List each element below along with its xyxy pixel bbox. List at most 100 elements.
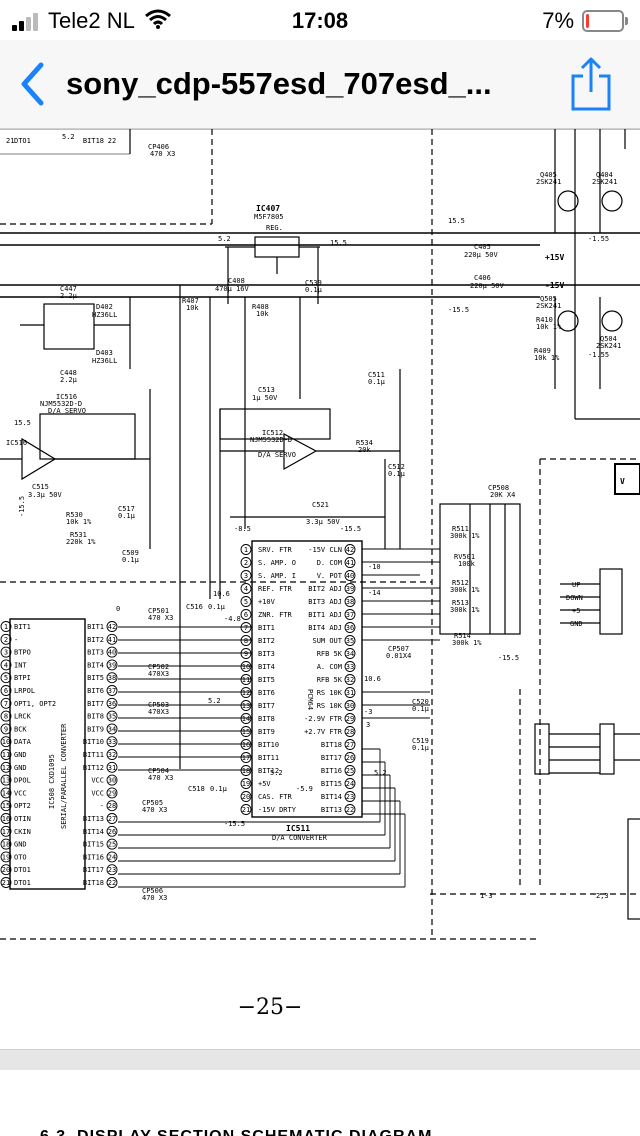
ic508-right-pin-number: 23 [108,866,116,874]
ic511-left-pin-name: BIT5 [258,676,275,684]
r513-label: R513 [452,599,469,607]
ic511-left-pin-name: BIT1 [258,624,275,632]
ic508-right-pin-name: BIT14 [83,828,104,836]
ic508-left-pin-marker [0,710,12,722]
ic511-left-pin-name: BIT9 [258,728,275,736]
ic511-left-pin-name: CAS. FTR [258,793,293,801]
ic508-right-pin-name: BIT10 [83,738,104,746]
c519-label: C519 [412,737,429,745]
ic511-left-pin-marker [240,570,252,581]
cp507-value: 0.01X4 [386,652,411,660]
ic508-right-pin-number: 39 [108,661,116,669]
ic511-right-pin-name: V. POT [317,572,343,580]
ic511-left-pin-marker [240,687,252,698]
ic511-left-pin-name: BIT7 [258,702,275,710]
c405-value: 220µ 50V [464,251,499,259]
ic508-left-pin-name: OPT2 [14,802,31,810]
ic511-right-pin-number: 28 [346,728,354,736]
battery-fill [586,14,589,28]
cp501-value: 470 X3 [148,614,173,622]
chevron-left-icon [21,62,44,106]
ic508-left-pin-marker [0,621,12,632]
ic511-left-pin-name: ZNR. FTR [258,611,293,619]
ic511-left-pin-name: REF. FTR [258,585,293,593]
ic508-right-pin-name: BIT5 [87,674,104,682]
c511-value: 0.1µ [368,378,386,386]
battery-percent: 7% [542,8,574,33]
ic511-right-pin-marker [344,635,356,646]
c406-value: 220µ 50V [470,282,505,290]
cp504-label: CP504 [148,767,169,775]
ic508-left-pin-number: 20 [2,866,10,874]
ic508-right-pin-marker [106,672,118,684]
ic511-right-pin-name: BIT14 [321,793,342,801]
cp406-label: CP406 [148,143,169,151]
ic508-left-pin-name: BTPO [14,649,31,657]
c516-value: 0.1µ [208,603,226,611]
ic511-left-pin-name: BIT3 [258,650,275,658]
ic508-right-pin-name: BIT17 [83,866,104,874]
ic511-right-pin-number: 32 [346,676,354,684]
ic508-left-pin-name: BCK [14,725,27,733]
r409-value: 10k 1% [534,354,560,362]
ic508-left-pin-marker [0,723,12,735]
ic508-right-pin-number: 22 [108,879,116,887]
ic511-left-pin-marker [240,609,252,620]
rail-plus15: +15V [545,253,564,262]
ic511-right-pin-marker [344,700,356,711]
cp503-label: CP503 [148,701,169,709]
ic511-left-pin-marker [240,804,252,815]
page-separator [0,1049,640,1070]
c517-value: 0.1µ [118,512,136,520]
c408-value: 470µ 16V [215,285,250,293]
ic511-left-pin-number: 8 [244,637,248,645]
ic508-right-pin-marker [106,646,118,658]
ic508-right-pin-marker [106,621,118,632]
back-button[interactable] [14,60,50,108]
v-minus-3: -3 [364,708,372,716]
c447-value: 2.2µ [60,292,78,300]
ic508-right-pin-number: 24 [108,853,116,861]
ic511-right-pin-number: 42 [346,546,354,554]
schematic-diagram: IC407 M5F7805 REG. 15.5 15.5 5.2 C405 22… [0,129,640,940]
ic508-sub: SERIAL/PARALLEL CONVERTER [60,723,68,829]
ic511-right-pin-marker [344,557,356,568]
ic508-left-pin-name: OTO [14,853,27,861]
ic508-right-pin-number: 34 [108,725,116,733]
cp505-value: 470 X3 [142,806,167,814]
ic508-left-pin-name: OTIN [14,815,31,823]
ic511-left-pin-number: 10 [242,663,250,671]
d402-part: HZ36LL [92,311,117,319]
ic407-part: M5F7805 [254,213,284,221]
ic508-right-pin-number: 28 [108,802,116,810]
ic508-left-pin-number: 12 [2,764,10,772]
c405-label: C405 [474,243,491,251]
ic511-right-pin-marker [344,739,356,750]
ic508-right-pin-number: 42 [108,623,116,631]
document-viewer[interactable]: IC407 M5F7805 REG. 15.5 15.5 5.2 C405 22… [0,129,640,1049]
cp502-label: CP502 [148,663,169,671]
battery-tip [625,17,628,25]
battery-group: 7% [542,8,628,34]
c517-label: C517 [118,505,135,513]
rail-minus15: -15V [545,281,564,290]
r511-value: 300k 1% [450,532,480,540]
ic508-left-pin-number: 3 [4,649,8,657]
v-minus-15-5-a: -15.5 [448,306,469,314]
ic508-right-pin-number: 37 [108,687,116,695]
c512-label: C512 [388,463,405,471]
cp506-label: CP506 [142,887,163,895]
share-button[interactable] [568,56,614,112]
ic511-left-pin-marker [240,765,252,776]
ic508-left-pin-number: 9 [4,725,8,733]
ic508-left-pin-marker [0,749,12,760]
ic508-right-pin-name: BIT7 [87,700,104,708]
r407-value: 10k [186,304,199,312]
ic407-label: IC407 [256,204,280,213]
ic508-left-pin-marker [0,774,12,786]
ic508-right-pin-name: BIT8 [87,713,104,721]
v-minus-14: -14 [368,589,381,597]
next-page-heading: 6-3. DISPLAY SECTION SCHEMATIC DIAGRAM [40,1128,432,1136]
q404-label: Q404 [596,171,613,179]
